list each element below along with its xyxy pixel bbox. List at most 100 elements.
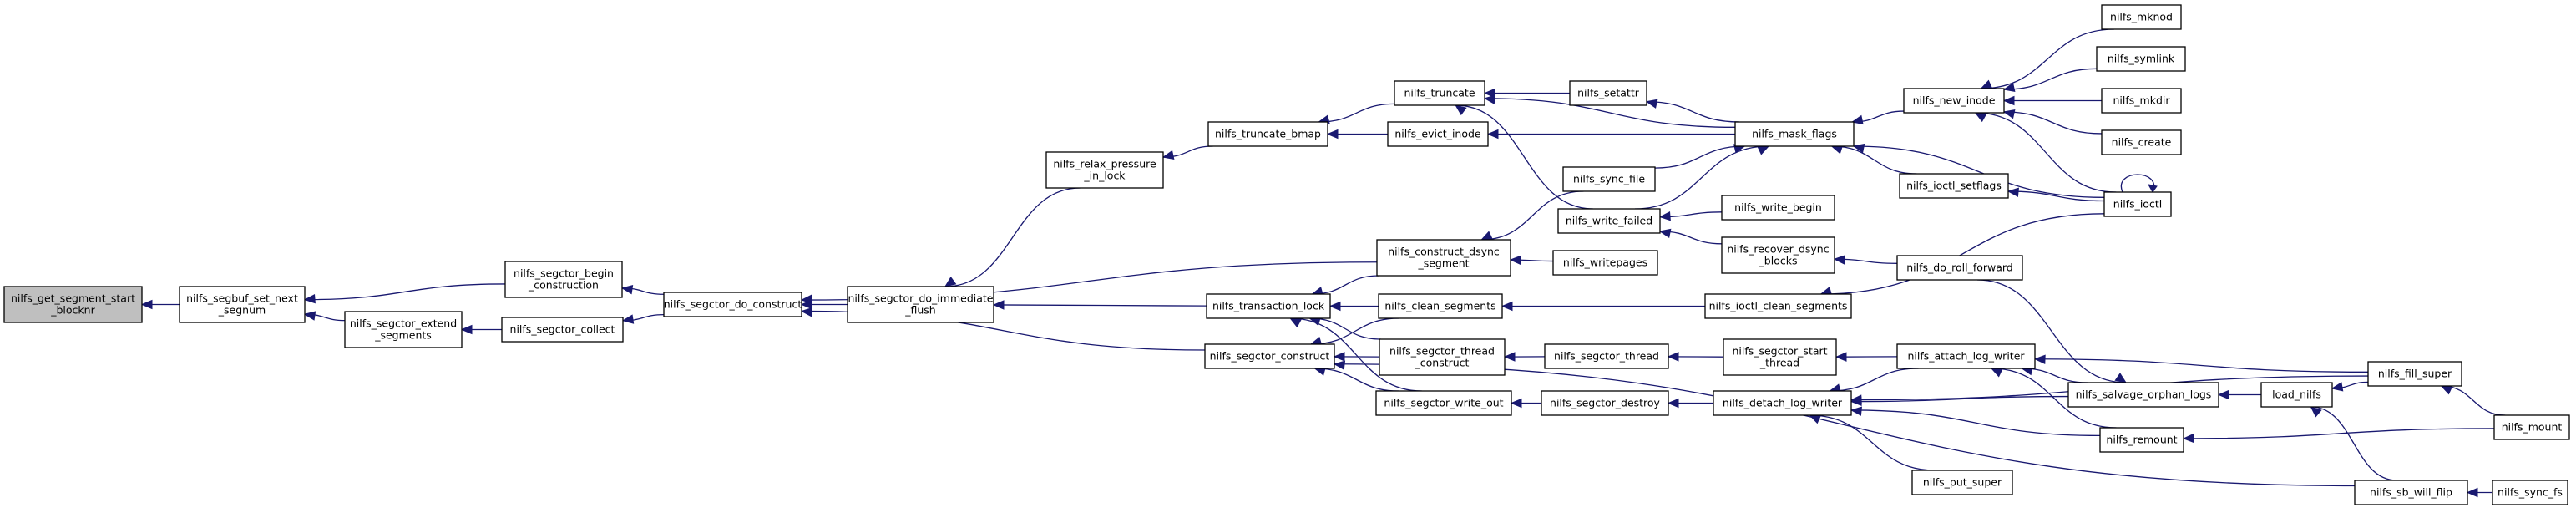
node-clean-segments[interactable]: nilfs_clean_segments [1378, 293, 1503, 319]
edge-line [2007, 190, 2105, 202]
edge-line [1975, 112, 2117, 193]
node-transaction-lock[interactable]: nilfs_transaction_lock [1206, 293, 1331, 319]
edge-line [1646, 100, 1740, 123]
node-setattr[interactable]: nilfs_setattr [1569, 80, 1647, 106]
edge-ioctl_clean_segments-to-clean_segments [1501, 301, 1705, 312]
node-box [1911, 470, 2013, 495]
node-put-super[interactable]: nilfs_put_super [1911, 470, 2013, 495]
node-truncate-bmap[interactable]: nilfs_truncate_bmap [1207, 121, 1328, 147]
arrowhead [2002, 95, 2015, 106]
edge-do_roll_forward-to-salvage_orphan_logs [1976, 279, 2128, 383]
node-label: nilfs_write_begin [1734, 201, 1822, 214]
node-box [1557, 208, 1661, 234]
node-box [1734, 121, 1855, 147]
edge-segctor_do_construct-to-segctor_collect [621, 313, 665, 324]
node-attach-log-writer[interactable]: nilfs_attach_log_writer [1896, 343, 2036, 369]
arrowhead [1510, 398, 1522, 409]
node-box [1045, 151, 1164, 189]
node-segctor-do-construct[interactable]: nilfs_segctor_do_construct [663, 292, 802, 317]
edge-write_begin-to-write_failed [1658, 211, 1723, 221]
node-ioctl-setflags[interactable]: nilfs_ioctl_setflags [1899, 173, 2009, 199]
node-load-nilfs[interactable]: load_nilfs [2260, 382, 2333, 408]
node-writepages[interactable]: nilfs_writepages [1552, 250, 1658, 276]
edge-mknod-to-new_inode [1980, 28, 2114, 89]
node-segctor-construct[interactable]: nilfs_segctor_construct [1204, 343, 1335, 369]
node-write-begin[interactable]: nilfs_write_begin [1721, 195, 1835, 221]
edge-mount-to-fill_super [2440, 385, 2506, 416]
node-label: _segment [1417, 257, 1469, 270]
node-box [1552, 250, 1658, 276]
node-mount[interactable]: nilfs_mount [2493, 414, 2570, 440]
node-segctor-do-immediate[interactable]: nilfs_segctor_do_immediate_flush [847, 286, 994, 323]
edge-symlink-to-new_inode [2002, 68, 2098, 92]
node-mask-flags[interactable]: nilfs_mask_flags [1734, 121, 1855, 147]
node-relax-pressure[interactable]: nilfs_relax_pressure_in_lock [1045, 151, 1164, 189]
edge-sync_file-to-mask_flags [1654, 144, 1746, 169]
edge-truncate_bmap-to-relax_pressure [1161, 145, 1213, 160]
node-box [2096, 46, 2186, 72]
node-label: nilfs_salvage_orphan_logs [2076, 388, 2212, 401]
node-box [1713, 390, 1852, 416]
node-box [1544, 343, 1669, 369]
node-label: nilfs_sb_will_flip [2370, 486, 2452, 499]
arrowhead [800, 294, 812, 304]
node-fill-super[interactable]: nilfs_fill_super [2367, 361, 2462, 387]
node-create[interactable]: nilfs_create [2101, 129, 2182, 155]
node-sb-will-flip[interactable]: nilfs_sb_will_flip [2354, 480, 2468, 505]
node-salvage-orphan-logs[interactable]: nilfs_salvage_orphan_logs [2067, 382, 2219, 408]
edge-fill_super-to-load_nilfs [2331, 381, 2369, 392]
edge-segbuf_set_next-to-get_segment_start [140, 299, 180, 310]
edge-segctor_write_out-to-transaction_lock [1289, 317, 1422, 392]
arrowhead [1852, 143, 1865, 154]
arrowhead [460, 324, 473, 335]
arrowhead [1289, 317, 1302, 328]
node-box [2367, 361, 2462, 387]
node-ioctl-clean-segments[interactable]: nilfs_ioctl_clean_segments [1704, 293, 1852, 319]
arrowhead [2217, 389, 2229, 400]
node-segctor-write-out[interactable]: nilfs_segctor_write_out [1375, 390, 1512, 416]
node-box [1375, 390, 1512, 416]
node-label: nilfs_segctor_begin [514, 267, 614, 280]
node-do-roll-forward[interactable]: nilfs_do_roll_forward [1896, 255, 2023, 281]
node-segctor-destroy[interactable]: nilfs_segctor_destroy [1541, 390, 1669, 416]
node-mkdir[interactable]: nilfs_mkdir [2101, 88, 2182, 114]
node-detach-log-writer[interactable]: nilfs_detach_log_writer [1713, 390, 1852, 416]
node-label: nilfs_setattr [1577, 87, 1640, 99]
node-evict-inode[interactable]: nilfs_evict_inode [1387, 121, 1489, 147]
node-construct-dsync[interactable]: nilfs_construct_dsync_segment [1376, 239, 1511, 277]
node-segbuf-set-next[interactable]: nilfs_segbuf_set_next_segnum [179, 286, 306, 323]
node-ioctl[interactable]: nilfs_ioctl [2103, 191, 2172, 217]
node-label: nilfs_segbuf_set_next [186, 292, 298, 305]
node-box [2103, 191, 2172, 217]
arrowhead [1333, 360, 1346, 370]
node-segctor-begin[interactable]: nilfs_segctor_begin_construction [504, 261, 623, 298]
node-new-inode[interactable]: nilfs_new_inode [1903, 88, 2005, 114]
node-segctor-extend[interactable]: nilfs_segctor_extend_segments [344, 311, 463, 348]
node-label: nilfs_attach_log_writer [1907, 350, 2025, 363]
node-remount[interactable]: nilfs_remount [2099, 427, 2184, 453]
node-box [847, 286, 994, 323]
node-box [1896, 255, 2023, 281]
node-segctor-thread-construct[interactable]: nilfs_segctor_thread_construct [1379, 338, 1506, 376]
node-box [1723, 338, 1837, 376]
node-box [501, 317, 624, 343]
node-label: _thread [1759, 357, 1799, 369]
node-sync-fs[interactable]: nilfs_sync_fs [2492, 480, 2568, 505]
node-label: nilfs_segctor_do_immediate [848, 292, 994, 305]
edge-line [2183, 428, 2495, 439]
node-write-failed[interactable]: nilfs_write_failed [1557, 208, 1661, 234]
node-segctor-start-thread[interactable]: nilfs_segctor_start_thread [1723, 338, 1837, 376]
node-truncate[interactable]: nilfs_truncate [1394, 80, 1485, 106]
node-recover-dsync[interactable]: nilfs_recover_dsync_blocks [1721, 236, 1835, 274]
node-segctor-collect[interactable]: nilfs_segctor_collect [501, 317, 624, 343]
node-mknod[interactable]: nilfs_mknod [2101, 4, 2182, 30]
node-box [504, 261, 623, 298]
node-symlink[interactable]: nilfs_symlink [2096, 46, 2186, 72]
node-get-segment-start[interactable]: nilfs_get_segment_start_blocknr [3, 286, 143, 323]
node-segctor-thread[interactable]: nilfs_segctor_thread [1544, 343, 1669, 369]
node-label: nilfs_segctor_extend [350, 317, 457, 330]
node-label: nilfs_ioctl_clean_segments [1709, 300, 1848, 312]
arrowhead [2331, 382, 2344, 392]
edge-line [1334, 363, 2356, 487]
node-sync-file[interactable]: nilfs_sync_file [1562, 166, 1656, 192]
